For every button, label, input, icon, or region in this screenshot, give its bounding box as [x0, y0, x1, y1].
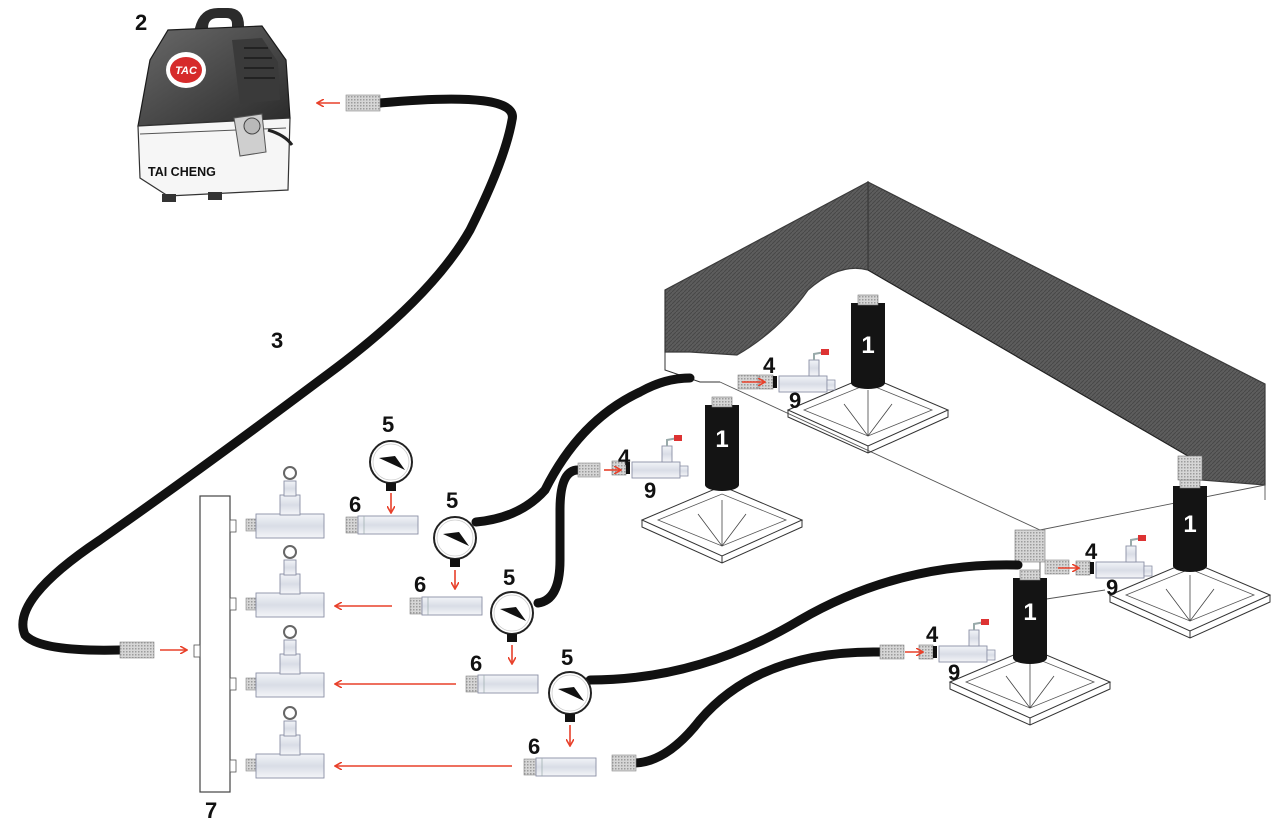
- jack-label: 1: [861, 332, 874, 359]
- hydraulic-jack-back: 1: [851, 295, 885, 389]
- manifold-label: 7: [205, 798, 217, 823]
- hose-label: 3: [271, 328, 283, 353]
- adapter-fitting: [346, 516, 418, 534]
- hydraulic-jack-front-left: 1: [705, 397, 739, 491]
- adapter-fitting: [466, 675, 538, 693]
- hose-fitting: [120, 642, 154, 658]
- hose-fitting: [880, 645, 904, 659]
- jack-label: 1: [715, 426, 728, 453]
- gauge-label: 5: [503, 565, 515, 590]
- pressure-gauge: [491, 592, 533, 642]
- valve-label: 9: [789, 388, 801, 413]
- adapter-label: 6: [414, 572, 426, 597]
- electric-hydraulic-pump: TAC TAI CHENG: [138, 8, 292, 202]
- hose-fitting: [612, 755, 636, 771]
- adapter-label: 6: [349, 492, 361, 517]
- pressure-gauge: [370, 441, 412, 491]
- jack-hose-1: [476, 378, 690, 522]
- pressure-gauge: [434, 517, 476, 567]
- valve-label: 9: [1106, 575, 1118, 600]
- pump-label: 2: [135, 10, 147, 35]
- adapter-label: 6: [528, 734, 540, 759]
- pressure-gauge: [549, 672, 591, 722]
- adapter-fitting: [410, 597, 482, 615]
- coupler-label: 4: [926, 622, 939, 647]
- manifold-valve: [246, 546, 324, 617]
- hydraulic-jack-front: 1: [1013, 530, 1047, 664]
- hose-fitting: [578, 463, 600, 477]
- coupler-label: 4: [1085, 539, 1098, 564]
- base-plate-front-left: [642, 486, 802, 563]
- manifold-valve: [246, 626, 324, 697]
- manifold-valve: [246, 467, 324, 538]
- hose-fitting: [1045, 560, 1069, 574]
- gauge-label: 5: [446, 488, 458, 513]
- valve-label: 9: [948, 660, 960, 685]
- hydraulic-jack-right: 1: [1173, 456, 1207, 572]
- gauge-label: 5: [382, 412, 394, 437]
- coupler-label: 4: [618, 445, 631, 470]
- adapter-fitting: [524, 758, 596, 776]
- hose-fitting: [346, 95, 380, 111]
- adapter-label: 6: [470, 651, 482, 676]
- pump-logo: TAC: [175, 65, 198, 77]
- jack-label: 1: [1023, 599, 1036, 626]
- distribution-manifold: [194, 496, 236, 792]
- gauge-label: 5: [561, 645, 573, 670]
- pump-brand: TAI CHENG: [148, 165, 216, 179]
- valve-label: 9: [644, 478, 656, 503]
- coupler-label: 4: [763, 353, 776, 378]
- jack-label: 1: [1183, 511, 1196, 538]
- manifold-valve: [246, 707, 324, 778]
